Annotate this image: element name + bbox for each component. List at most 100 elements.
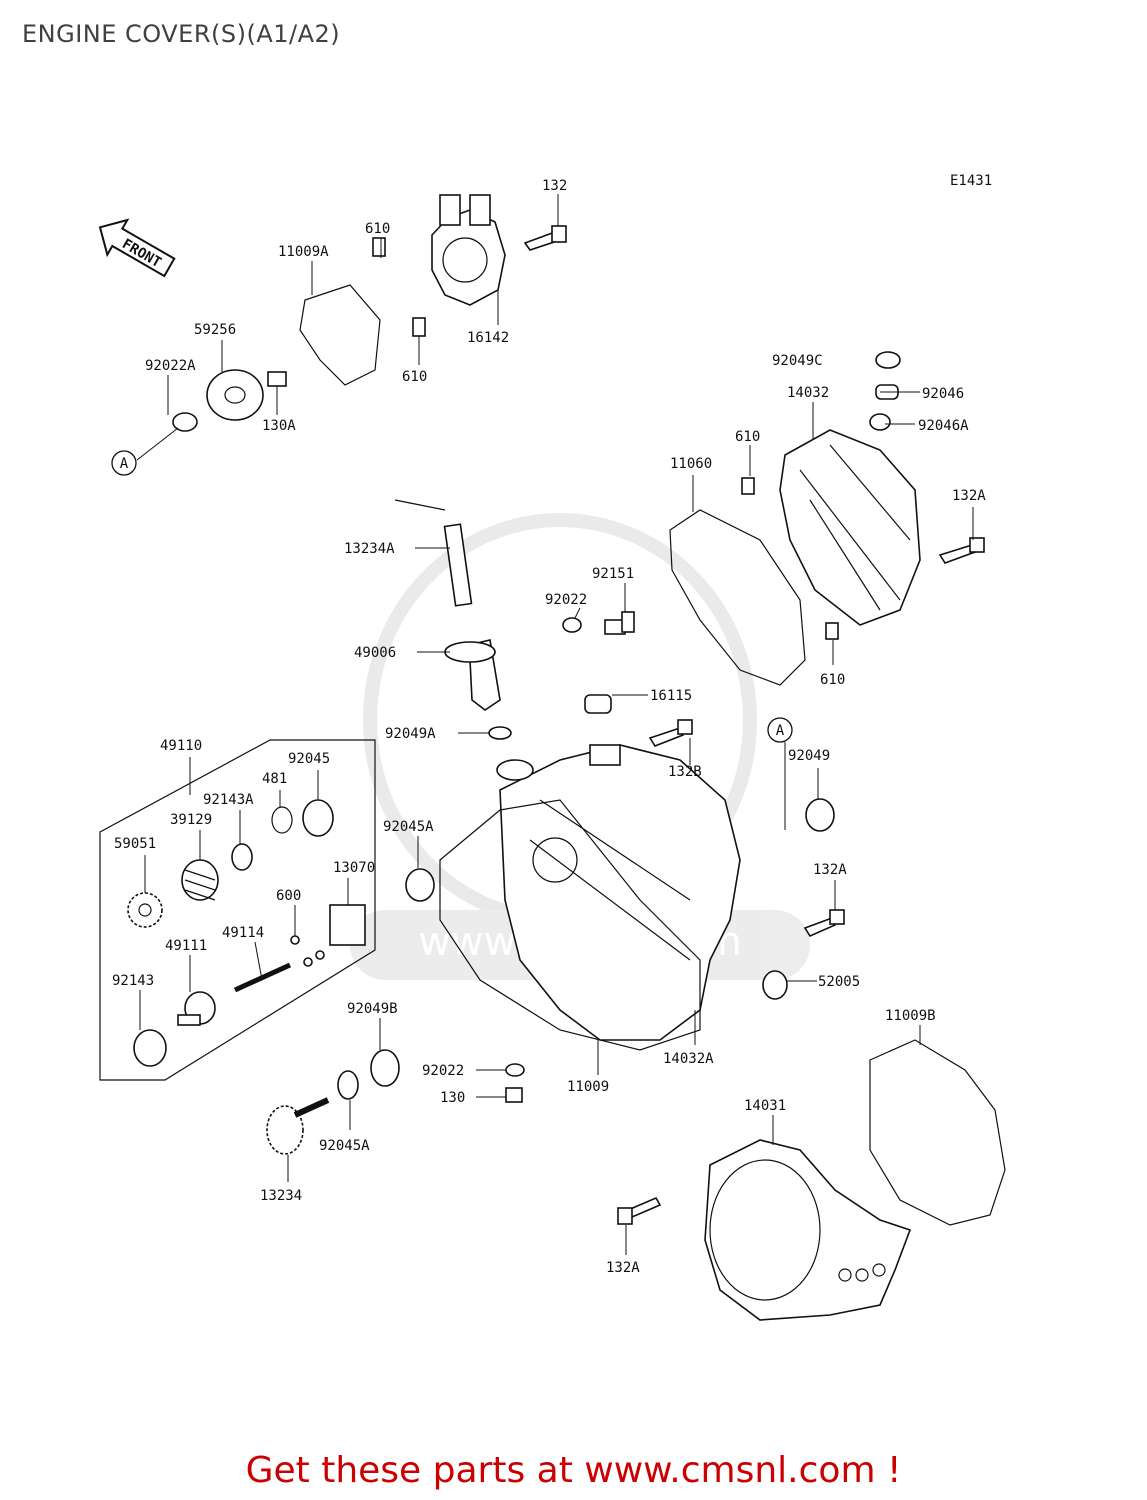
diagram-code: E1431	[950, 173, 992, 189]
part-label: 610	[820, 672, 845, 688]
part-label: 132A	[813, 862, 847, 878]
part-label: 39129	[170, 812, 212, 828]
part-label: 92045A	[319, 1138, 370, 1154]
gasket-11009-shape	[439, 799, 701, 1051]
dowel-610-shape	[825, 622, 839, 640]
bolt-132-shape	[523, 225, 567, 251]
clip-481-shape	[271, 806, 293, 834]
bearing-92143-shape	[133, 1029, 167, 1067]
shaft-49114-shape	[233, 962, 292, 993]
part-labels: 132 610 11009A 16142 59256 92022A 130A 6…	[112, 178, 986, 1276]
bolt-132A-shape	[617, 1196, 662, 1225]
seal-92049-shape	[805, 798, 835, 832]
part-label: 49006	[354, 645, 396, 661]
part-13070-shape	[329, 904, 366, 946]
kit-box-49110-shape	[99, 739, 376, 1081]
part-label: 130A	[262, 418, 296, 434]
front-arrow-icon: FRONT	[98, 218, 176, 278]
gasket-11060-shape	[669, 509, 806, 686]
part-49111-shape	[177, 991, 216, 1026]
part-label: 92143	[112, 973, 154, 989]
ball-600-shape	[303, 957, 313, 967]
bolt-132A-shape	[803, 909, 845, 938]
leader-lines	[136, 194, 974, 1255]
part-label: 132A	[952, 488, 986, 504]
part-label: 11009	[567, 1079, 609, 1095]
part-label: 52005	[818, 974, 860, 990]
svg-text:A: A	[776, 723, 785, 739]
part-label: 92049B	[347, 1001, 398, 1017]
bolt-132B-shape	[648, 719, 693, 747]
page-title: ENGINE COVER(S)(A1/A2)	[22, 20, 341, 48]
shaft-13234A-shape	[394, 499, 473, 607]
part-label: 92143A	[203, 792, 254, 808]
part-label: 11060	[670, 456, 712, 472]
part-16142-shape	[431, 194, 506, 306]
washer-92022-shape	[505, 1063, 525, 1077]
part-label: 11009A	[278, 244, 329, 260]
part-label: 14031	[744, 1098, 786, 1114]
ref-marker-a: A	[111, 450, 137, 476]
washer-92143A-shape	[231, 843, 253, 871]
spring-39129-shape	[181, 859, 219, 901]
part-92049C-shape	[875, 351, 901, 369]
part-label: 13234	[260, 1188, 302, 1204]
right-cover-14032A-shape	[496, 744, 741, 1041]
ref-marker-a: A	[767, 717, 793, 743]
washer-92022-shape	[562, 617, 582, 633]
part-label: 481	[262, 771, 287, 787]
bolt-130-shape	[505, 1087, 523, 1103]
bearing-92049B-shape	[370, 1049, 400, 1087]
part-label: 49111	[165, 938, 207, 954]
dowel-610-shape	[412, 317, 426, 337]
part-label: 92049C	[772, 353, 823, 369]
plug-16115-shape	[584, 694, 612, 714]
washer-92022A-shape	[172, 412, 198, 432]
part-label: 132	[542, 178, 567, 194]
part-label: 13070	[333, 860, 375, 876]
part-14032-shape	[779, 429, 921, 626]
part-label: 610	[402, 369, 427, 385]
part-label: 49114	[222, 925, 264, 941]
part-label: 14032	[787, 385, 829, 401]
part-label: 11009B	[885, 1008, 936, 1024]
part-label: 14032A	[663, 1051, 714, 1067]
part-label: 600	[276, 888, 301, 904]
exploded-parts-diagram: www.cmsnl.com E1431 FRONT	[98, 173, 1006, 1321]
gasket-11009A-shape	[299, 284, 381, 386]
part-label: 49110	[160, 738, 202, 754]
part-label: 92045	[288, 751, 330, 767]
gasket-11009B-shape	[869, 1039, 1006, 1226]
part-label: 92151	[592, 566, 634, 582]
part-label: 132B	[668, 764, 702, 780]
bearing-92045A-shape	[337, 1070, 359, 1100]
gear-59051-shape	[127, 892, 163, 928]
bearing-92045A-shape	[405, 868, 435, 902]
part-label: 92022	[422, 1063, 464, 1079]
part-label: 92046A	[918, 418, 969, 434]
part-label: 130	[440, 1090, 465, 1106]
svg-text:A: A	[120, 456, 129, 472]
part-label: 13234A	[344, 541, 395, 557]
part-label: 59051	[114, 836, 156, 852]
bolt-92151-shape	[604, 611, 635, 635]
ball-600-shape	[315, 950, 325, 960]
part-label: 132A	[606, 1260, 640, 1276]
impeller-59256-shape	[206, 369, 264, 421]
cover-14031-shape	[704, 1139, 912, 1321]
part-label: 610	[735, 429, 760, 445]
bolt-132A-shape	[938, 537, 985, 564]
part-label: 16142	[467, 330, 509, 346]
plug-52005-shape	[762, 970, 788, 1000]
ball-600-shape	[290, 935, 300, 945]
dowel-610-shape	[741, 477, 755, 495]
oring-92049A-shape	[488, 726, 512, 740]
bearing-92045-shape	[302, 799, 334, 837]
part-label: 92045A	[383, 819, 434, 835]
promo-link[interactable]: Get these parts at www.cmsnl.com !	[245, 1450, 902, 1491]
part-label: 92046	[922, 386, 964, 402]
part-label: 610	[365, 221, 390, 237]
part-label: 92049	[788, 748, 830, 764]
part-label: 92022A	[145, 358, 196, 374]
part-label: 92049A	[385, 726, 436, 742]
